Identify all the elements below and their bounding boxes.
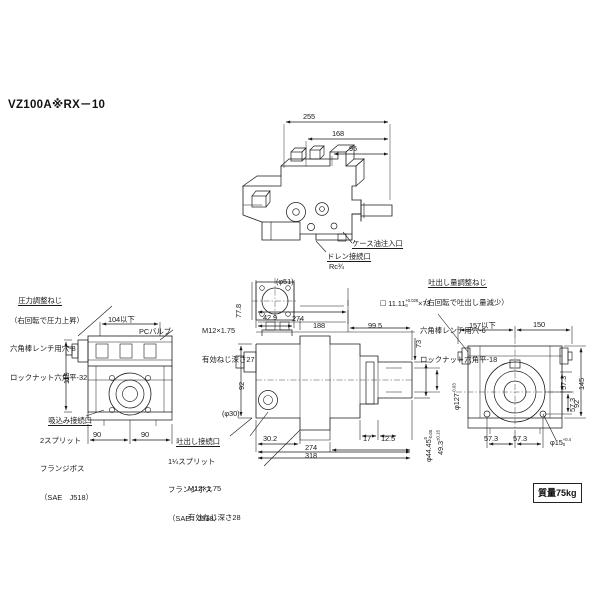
- dim-90-a: 90: [93, 430, 102, 439]
- key-length-label: ×73: [418, 299, 431, 308]
- right-view-dimension-lines: [437, 313, 586, 448]
- dim-17: 17: [363, 434, 372, 443]
- dim-255: 255: [303, 112, 316, 121]
- dim-57-3-vert-a: 57.3: [559, 376, 568, 390]
- pressure-adjust-line1: 圧力調整ねじ: [18, 295, 62, 306]
- dim-92-center: 92: [237, 381, 246, 390]
- discharge-port-line4: （SAE J518）: [168, 514, 221, 524]
- pressure-adjust-annotation: 圧力調整ねじ （右回転で圧力上昇） 六角棒レンチ用穴-8 ロックナット六角平-3…: [10, 286, 87, 402]
- top-view-drawing: [241, 144, 393, 242]
- dim-99-5: 99.5: [368, 321, 382, 330]
- discharge-thread-line1: M12×1.75: [188, 484, 222, 494]
- discharge-port-annotation: 吐出し接続口 1¼スプリット フランジボス （SAE J518）: [168, 427, 221, 543]
- dim-phi44-45: φ44.450-0.05: [423, 429, 434, 462]
- dim-phi44-45-value: φ44.45: [424, 439, 433, 462]
- pressure-adjust-line2: （右回転で圧力上昇）: [10, 315, 84, 325]
- suction-port-line3: フランジボス: [40, 464, 85, 474]
- dim-168: 168: [332, 129, 345, 138]
- drain-port-thread-label: Rc¾: [329, 262, 344, 271]
- pressure-adjust-line4: ロックナット六角平-32: [10, 373, 88, 383]
- dim-73: 73: [414, 339, 423, 348]
- flow-adjust-line4: ロックナット六角平-18: [420, 355, 498, 365]
- flow-adjust-line1: 吐出し量調整ねじ: [428, 277, 487, 288]
- case-oil-filler-label: ケース油注入口: [352, 239, 403, 250]
- dim-188: 188: [313, 321, 326, 330]
- suction-port-annotation: 吸込み接続口 2スプリット フランジボス （SAE J518）: [40, 406, 93, 522]
- dim-150: 150: [533, 320, 546, 329]
- suction-thread-line2: 有効ねじ深さ27: [202, 354, 255, 364]
- discharge-port-line2: 1¼スプリット: [168, 456, 216, 466]
- dim-95: 95: [349, 144, 358, 153]
- dim-phi51: (φ51): [276, 277, 294, 286]
- top-view-dimension-lines: [283, 120, 391, 253]
- dim-145: 145: [577, 377, 586, 390]
- page-title: VZ100A※RX－10: [8, 99, 106, 111]
- discharge-port-line3: フランジボス: [168, 485, 213, 495]
- dim-42-9: 42.9: [263, 313, 277, 322]
- dim-phi127-value: φ127: [452, 393, 461, 410]
- dim-phi44-45-tolerance: 0-0.05: [423, 429, 434, 440]
- suction-thread-line1: M12×1.75: [202, 326, 236, 336]
- dim-157-max: 157以下: [469, 321, 496, 330]
- pressure-adjust-line3: 六角棒レンチ用穴-8: [10, 344, 76, 354]
- discharge-thread-annotation: M12×1.75 有効ねじ深さ28: [188, 465, 241, 542]
- phi15-tol-upper: +0.4: [562, 437, 571, 443]
- dim-49-3: 49.3±0.15: [436, 430, 445, 455]
- phi15-tol-lower: 0: [562, 442, 566, 448]
- dim-49-3-tolerance: ±0.15: [435, 430, 441, 442]
- dim-318: 318: [305, 451, 318, 460]
- dim-phi15-value: φ15: [550, 438, 563, 447]
- left-view-drawing: [65, 335, 173, 426]
- dim-92-right: 92: [572, 399, 581, 408]
- suction-port-line2: 2スプリット: [40, 435, 82, 445]
- dim-77-8: 77.8: [234, 304, 243, 318]
- dim-104-max: 104以下: [108, 315, 135, 324]
- pc-valve-label: PCバルブ: [139, 327, 171, 336]
- flow-adjust-line3: 六角棒レンチ用穴-6: [420, 326, 486, 336]
- dim-phi30: (φ30): [222, 409, 240, 418]
- phi44-tol-lower: -0.05: [428, 429, 434, 440]
- dim-115: 115: [62, 372, 71, 384]
- flow-adjust-line2: （右回転で吐出し量減少）: [420, 297, 509, 307]
- dim-57-3-horiz-b: 57.3: [513, 434, 527, 443]
- dim-274-bottom: 274: [305, 443, 318, 452]
- suction-thread-annotation: M12×1.75 有効ねじ深さ27: [202, 307, 255, 384]
- discharge-port-line1: 吐出し接続口: [176, 436, 220, 447]
- center-view-dimension-lines: [229, 280, 440, 467]
- dim-57-3-horiz-a: 57.3: [484, 434, 498, 443]
- key-tol-upper: +0.028: [405, 298, 419, 304]
- suction-port-line4: （SAE J518）: [40, 493, 93, 503]
- discharge-thread-line2: 有効ねじ深さ28: [188, 512, 241, 522]
- weight-label: 質量75kg: [533, 483, 582, 503]
- dim-phi127: φ127-0.03: [452, 383, 461, 410]
- dim-30-2: 30.2: [263, 434, 277, 443]
- center-view-drawing: [235, 278, 413, 441]
- dim-12-5: 12.5: [381, 434, 395, 443]
- key-tol-lower: 0: [405, 303, 408, 309]
- drain-port-label: ドレン接続口: [327, 252, 371, 263]
- flow-adjust-annotation: 吐出し量調整ねじ （右回転で吐出し量減少） 六角棒レンチ用穴-6 ロックナット六…: [420, 268, 509, 384]
- dim-49-3-value: 49.3: [436, 441, 445, 455]
- dim-274-top: 274: [292, 314, 305, 323]
- dim-phi127-tolerance: -0.03: [451, 383, 457, 394]
- key-square-label: ☐ 11.11: [379, 299, 406, 308]
- left-view-dimension-lines: [64, 305, 174, 444]
- dim-90-b: 90: [141, 430, 150, 439]
- suction-port-line1: 吸込み接続口: [48, 415, 92, 426]
